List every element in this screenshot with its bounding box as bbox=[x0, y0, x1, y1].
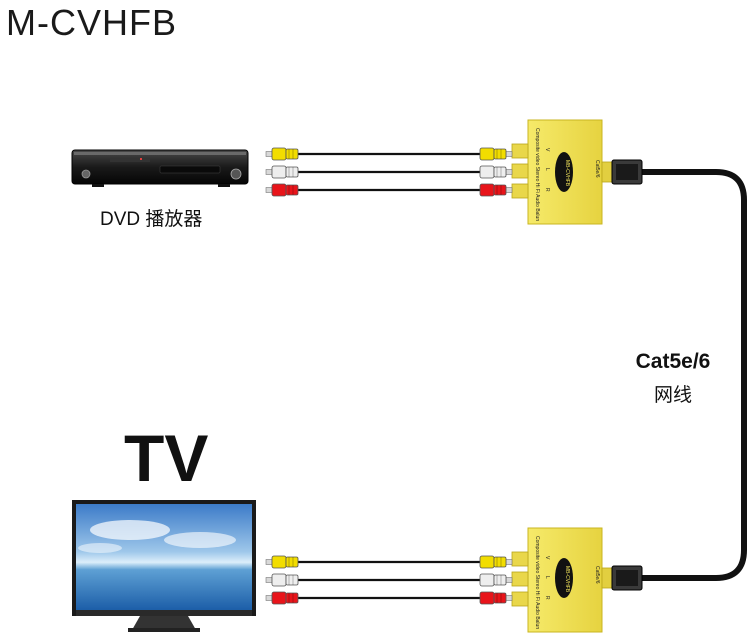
rca-plug-icon bbox=[265, 183, 299, 197]
balun-bottom-port-l: L bbox=[544, 576, 550, 579]
rca-plug-icon bbox=[265, 147, 299, 161]
balun-box-top bbox=[511, 119, 613, 225]
balun-top-port-v: V bbox=[544, 148, 550, 152]
tv-icon bbox=[72, 500, 256, 632]
rca-plug-icon bbox=[479, 147, 513, 161]
rj45-plug-icon bbox=[611, 565, 643, 591]
balun-bottom-side-text: Composite video Stereo Hi Fi Audio Balun bbox=[534, 536, 540, 629]
diagram-title: M-CVHFB bbox=[6, 2, 177, 43]
cable-type-label: Cat5e/6 bbox=[635, 350, 711, 373]
rca-plug-icon bbox=[479, 165, 513, 179]
rca-plug-icon bbox=[479, 555, 513, 569]
balun-top-port-r: R bbox=[544, 188, 550, 192]
rca-plug-icon bbox=[479, 591, 513, 605]
tv-label: TV bbox=[124, 421, 209, 495]
rj45-plug-icon bbox=[611, 159, 643, 185]
balun-top-port-l: L bbox=[544, 168, 550, 171]
balun-box-bottom bbox=[511, 527, 613, 633]
balun-top-port-label: Cat5e/6 bbox=[594, 160, 600, 178]
balun-bottom-port-r: R bbox=[544, 596, 550, 600]
dvd-player-label: DVD 播放器 bbox=[100, 209, 203, 230]
balun-top-model-text: MB-CVHFB bbox=[564, 160, 570, 187]
cat5-cable bbox=[640, 169, 747, 581]
balun-bottom-port-label: Cat5e/6 bbox=[594, 566, 600, 584]
rca-plug-icon bbox=[479, 573, 513, 587]
cable-type-sublabel: 网线 bbox=[653, 385, 692, 406]
rca-plug-icon bbox=[265, 165, 299, 179]
balun-bottom-model-text: MB-CVHFB bbox=[564, 566, 570, 593]
balun-top-side-text: Composite video Stereo Hi Fi Audio Balun bbox=[534, 128, 540, 221]
rca-plug-icon bbox=[265, 555, 299, 569]
balun-bottom-port-v: V bbox=[544, 556, 550, 560]
rca-plug-icon bbox=[265, 573, 299, 587]
rca-plug-icon bbox=[479, 183, 513, 197]
dvd-player-icon bbox=[71, 149, 249, 187]
rca-plug-icon bbox=[265, 591, 299, 605]
